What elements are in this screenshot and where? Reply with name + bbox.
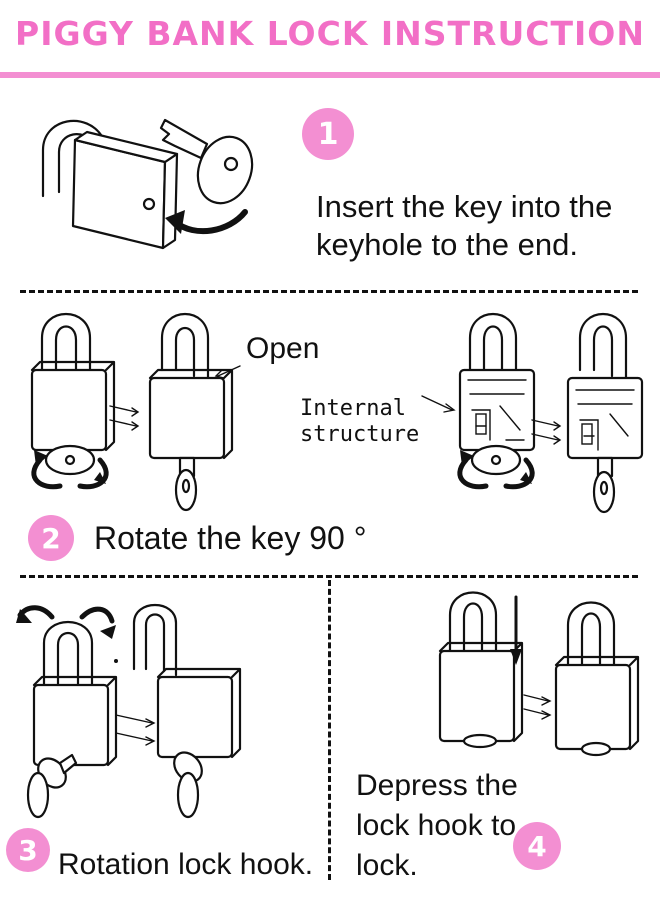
step-2-text: Rotate the key 90 ° — [94, 520, 367, 556]
step-1-text-line-1: Insert the key into the — [316, 189, 613, 224]
step-4-text-line-2: lock hook to — [356, 809, 517, 842]
step-4-text-line-1: Depress the — [356, 769, 518, 802]
right-arrow-icon — [531, 419, 562, 445]
step-3-text: Rotation lock hook. — [58, 848, 314, 881]
padlock-icon — [32, 621, 118, 767]
padlock-icon — [132, 603, 242, 759]
key-icon — [44, 444, 96, 476]
step-2-label-internal-line-1: Internal — [300, 396, 406, 421]
padlock-icon — [438, 591, 524, 749]
rotate-arrow-icon — [31, 450, 109, 490]
title-underline — [0, 72, 660, 78]
step-1-text-line-2: keyhole to the end. — [316, 227, 578, 262]
padlock-icon — [554, 601, 640, 757]
step-1-text: Insert the key into the keyhole to the e… — [316, 188, 612, 264]
right-arrow-icon — [523, 694, 552, 720]
key-icon — [470, 444, 522, 476]
rotate-arrow-icon — [165, 209, 248, 235]
key-icon — [174, 456, 198, 512]
rotate-arrow-icon — [16, 605, 116, 639]
divider-step-1 — [20, 290, 638, 293]
rotate-arrow-icon — [457, 450, 535, 490]
page-title: PIGGY BANK LOCK INSTRUCTION — [15, 14, 645, 53]
key-icon — [592, 456, 616, 514]
step-4-text: Depress the lock hook to lock. — [356, 766, 518, 886]
padlock-icon — [566, 313, 644, 460]
down-arrow-icon — [510, 595, 522, 665]
key-icon — [26, 753, 78, 819]
step-2-illustration — [20, 310, 650, 520]
padlock-icon — [41, 119, 179, 250]
right-arrow-icon — [109, 405, 140, 431]
divider-step-2 — [20, 575, 638, 578]
step-2-label-internal: Internal structure — [300, 396, 419, 448]
step-2-badge: 2 — [28, 515, 74, 561]
step-2-label-internal-line-2: structure — [300, 422, 420, 447]
padlock-icon — [458, 313, 536, 452]
step-4-text-line-3: lock. — [356, 849, 418, 882]
right-arrow-icon — [115, 714, 156, 746]
step-2-label-open: Open — [246, 332, 320, 365]
key-icon — [173, 751, 203, 819]
step-1-badge: 1 — [302, 108, 354, 160]
step-4-illustration — [420, 585, 655, 775]
padlock-icon — [30, 313, 116, 452]
step-4-badge: 4 — [513, 822, 561, 870]
step-1-illustration — [15, 100, 285, 270]
divider-step-3-4 — [328, 580, 331, 880]
step-3-illustration — [12, 595, 312, 825]
padlock-icon — [148, 313, 234, 460]
key-icon — [159, 118, 254, 205]
step-3-badge: 3 — [6, 828, 50, 872]
